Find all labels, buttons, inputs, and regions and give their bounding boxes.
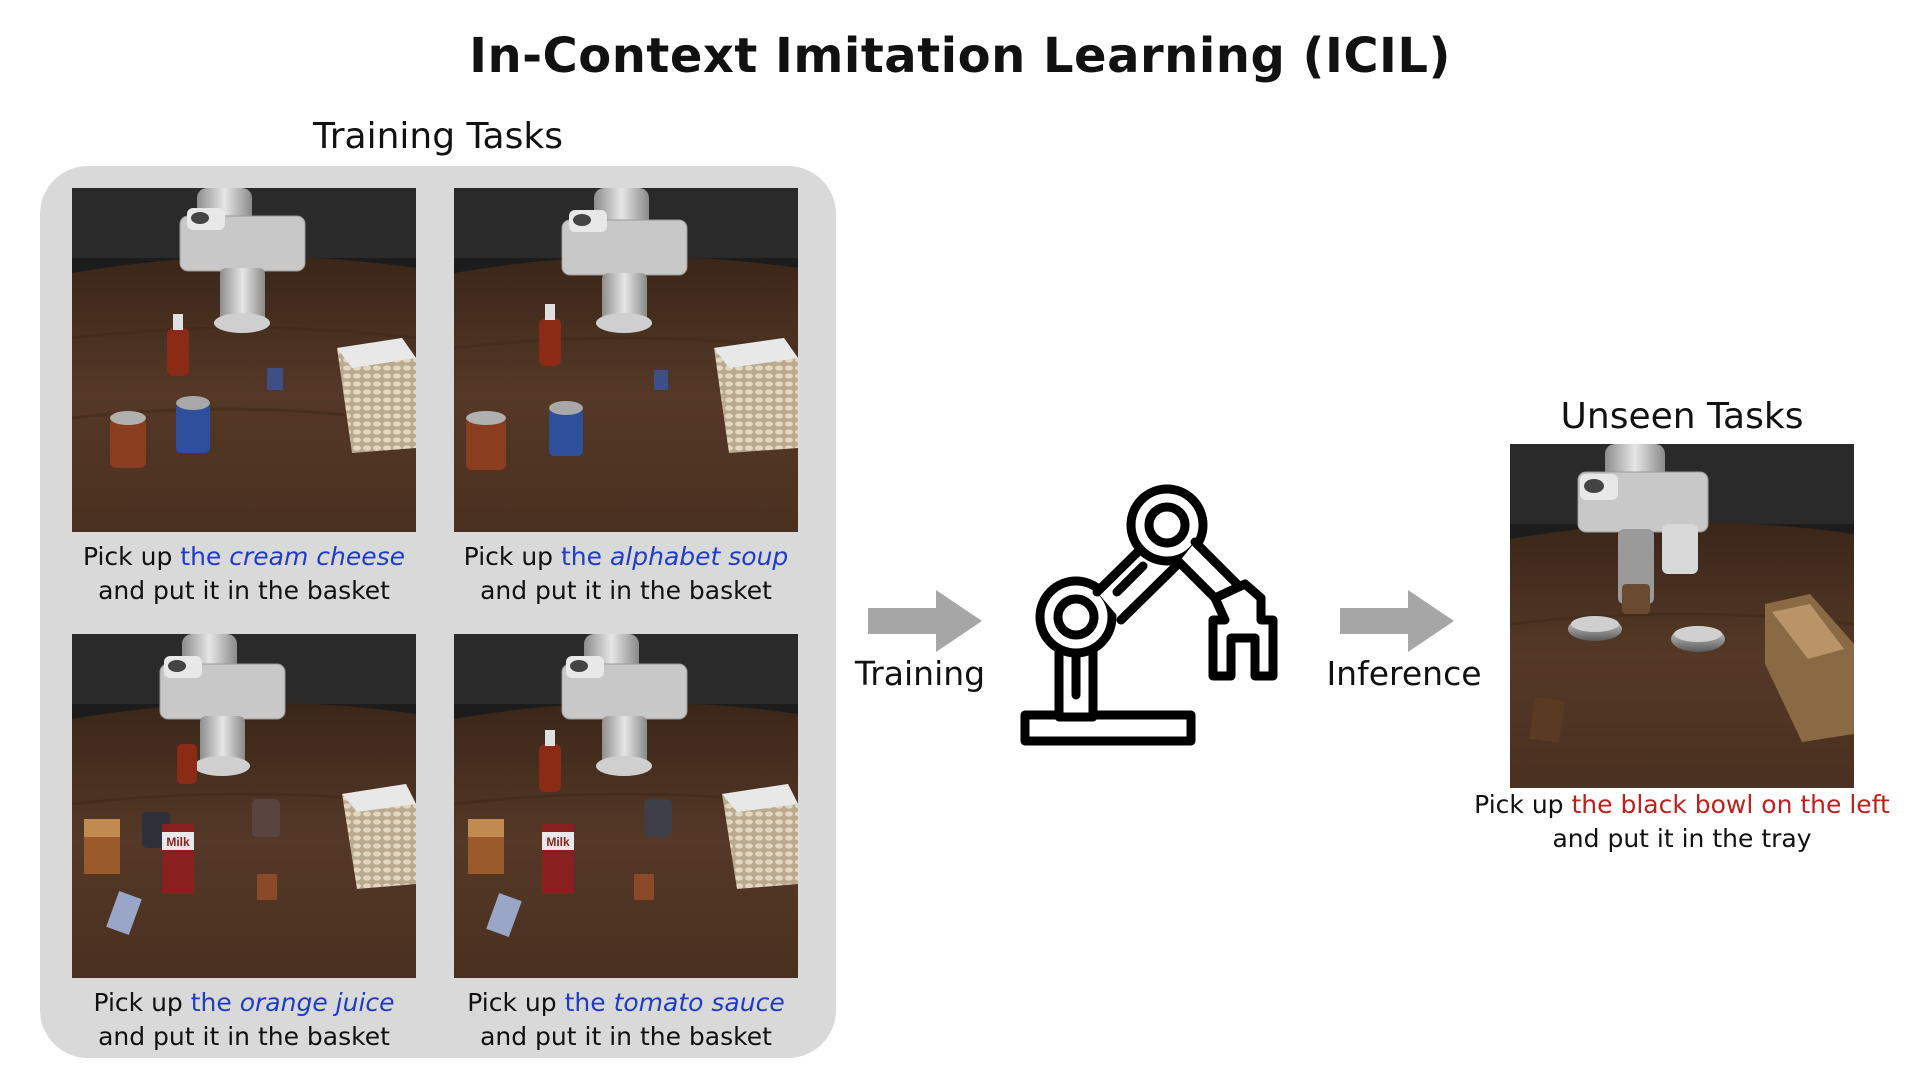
caption-prefix: Pick up — [467, 988, 557, 1017]
diagram-title: In-Context Imitation Learning (ICIL) — [469, 28, 1451, 84]
milk-label: Milk — [546, 835, 570, 849]
caption-prefix: Pick up — [1474, 790, 1564, 819]
unseen-tasks-label: Unseen Tasks — [1560, 396, 1804, 437]
scene-image — [1510, 444, 1854, 788]
right-arrow-icon — [868, 590, 982, 652]
task-caption: Pick up the cream cheese and put it in t… — [72, 540, 416, 608]
training-task-tile: Milk Pick up the tomato sauce and put it… — [454, 634, 798, 1054]
scene-image: Milk — [454, 634, 798, 978]
caption-line2: and put it in the basket — [480, 1022, 772, 1051]
caption-highlight-object: the black bowl on the left — [1571, 790, 1890, 819]
training-flow-label: Training — [854, 654, 986, 693]
caption-highlight-article: the — [190, 988, 232, 1017]
caption-line2: and put it in the tray — [1552, 824, 1812, 853]
training-task-tile: Pick up the cream cheese and put it in t… — [72, 188, 416, 608]
scene-image: Milk — [72, 634, 416, 978]
task-caption: Pick up the orange juice and put it in t… — [72, 986, 416, 1054]
inference-flow-label: Inference — [1326, 654, 1482, 693]
training-task-tile: Pick up the alphabet soup and put it in … — [454, 188, 798, 608]
caption-prefix: Pick up — [93, 988, 183, 1017]
caption-highlight-object: orange juice — [239, 988, 395, 1017]
unseen-task-caption: Pick up the black bowl on the left and p… — [1470, 788, 1894, 856]
caption-highlight-article: the — [180, 542, 222, 571]
training-task-tile: Milk Pick up the orange juice and put it… — [72, 634, 416, 1054]
task-caption: Pick up the alphabet soup and put it in … — [454, 540, 798, 608]
scene-image — [72, 188, 416, 532]
training-tasks-panel: Pick up the cream cheese and put it in t… — [40, 166, 836, 1058]
caption-highlight-article: the — [564, 988, 606, 1017]
caption-line2: and put it in the basket — [98, 1022, 390, 1051]
milk-label: Milk — [166, 835, 190, 849]
caption-prefix: Pick up — [82, 542, 173, 571]
caption-highlight-object: cream cheese — [229, 542, 406, 571]
caption-prefix: Pick up — [463, 542, 554, 571]
caption-highlight-object: alphabet soup — [609, 542, 789, 571]
right-arrow-icon — [1340, 590, 1454, 652]
caption-highlight-object: tomato sauce — [613, 988, 785, 1017]
caption-line2: and put it in the basket — [480, 576, 772, 605]
caption-highlight-article: the — [560, 542, 603, 571]
training-tasks-label: Training Tasks — [313, 116, 563, 157]
caption-line2: and put it in the basket — [98, 576, 390, 605]
robot-arm-icon — [1020, 484, 1278, 746]
scene-image — [454, 188, 798, 532]
task-caption: Pick up the tomato sauce and put it in t… — [454, 986, 798, 1054]
unseen-task-tile — [1510, 444, 1854, 788]
